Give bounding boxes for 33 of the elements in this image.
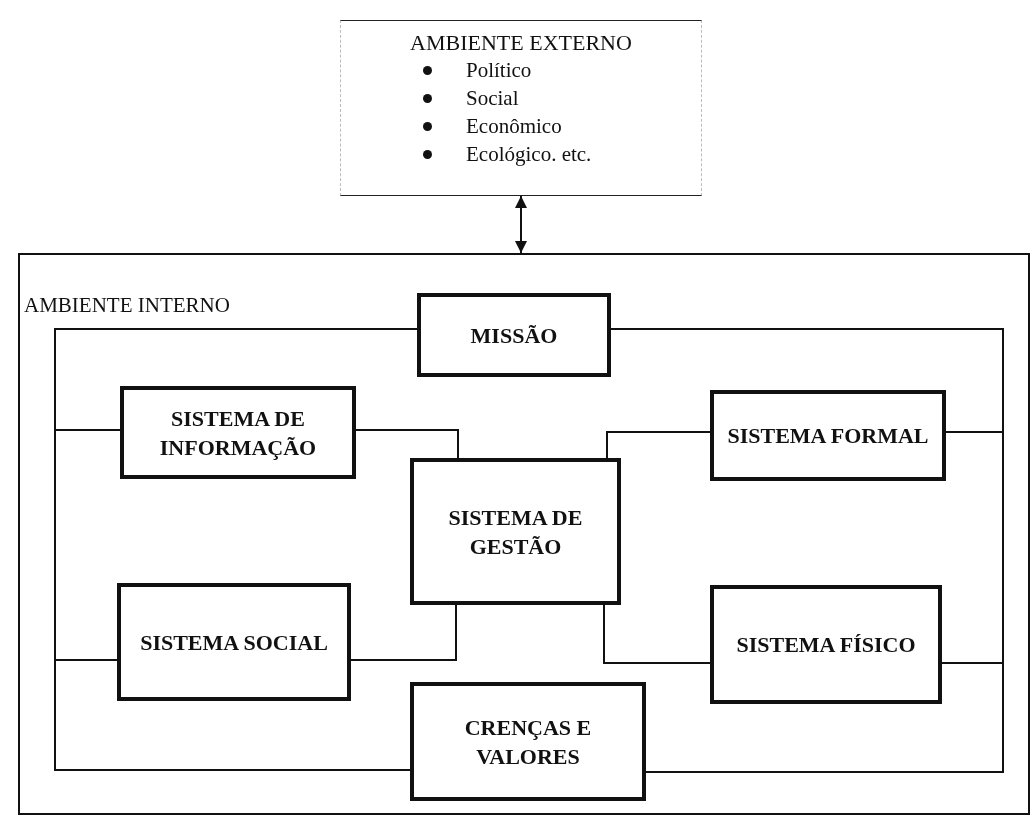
box-label: SISTEMA DE GESTÃO [447, 503, 584, 561]
connector-line [54, 659, 411, 771]
connector-line [54, 328, 418, 431]
box-label: SISTEMA FORMAL [727, 422, 929, 450]
connector-line [350, 604, 457, 661]
connector-line [603, 604, 711, 664]
list-item: Econômico [466, 113, 562, 139]
connector-line [941, 431, 1004, 664]
box-label: MISSÃO [470, 321, 558, 350]
system-box [117, 583, 351, 701]
system-box [410, 458, 621, 605]
box-label: SISTEMA DE INFORMAÇÃO [158, 404, 318, 462]
connector-line [610, 328, 1004, 433]
arrow [515, 195, 527, 254]
system-box [710, 390, 946, 481]
box-label: SISTEMA SOCIAL [140, 628, 328, 657]
connector-line [606, 431, 711, 459]
list-item: Político [466, 57, 532, 83]
environment-box [340, 20, 702, 196]
system-box [410, 682, 646, 801]
connector-line [645, 662, 1004, 773]
box-label: CRENÇAS E VALORES [463, 713, 593, 771]
system-box [120, 386, 356, 479]
list-item: Social [466, 85, 519, 111]
system-box [710, 585, 942, 704]
connector-line [355, 429, 459, 459]
system-box [417, 293, 611, 377]
connector-line [54, 429, 121, 661]
list-item: Ecológico. etc. [466, 141, 592, 167]
box-label: SISTEMA FÍSICO [736, 631, 916, 659]
heading: AMBIENTE EXTERNO [409, 29, 633, 56]
environment-container [18, 253, 1030, 815]
heading: AMBIENTE INTERNO [24, 293, 230, 318]
